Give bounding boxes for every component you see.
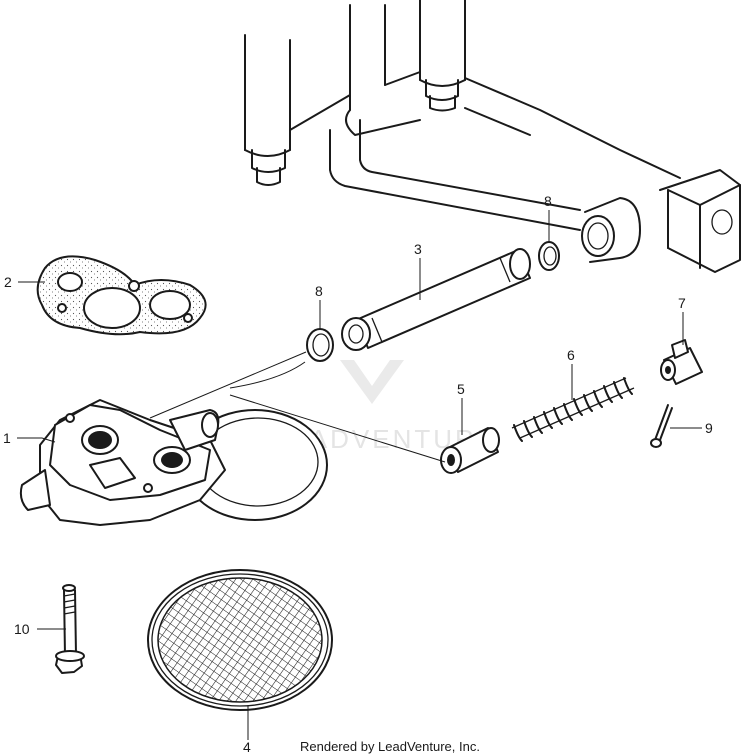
- callout-1: 1: [3, 430, 11, 446]
- callout-4: 4: [243, 739, 251, 755]
- callout-2: 2: [4, 274, 12, 290]
- callout-8-left: 8: [315, 283, 323, 299]
- leader-lines: [17, 210, 702, 740]
- bolt-part-10: [55, 584, 85, 674]
- callout-5: 5: [457, 381, 465, 397]
- spring-part-6: [511, 377, 635, 442]
- o-ring-part-8-left: [306, 328, 334, 362]
- shaft-part-3: [341, 248, 531, 351]
- callout-8-right: 8: [544, 193, 552, 209]
- callout-labels: 1 2 3 4 5 6 7 8 8 9 10: [3, 193, 713, 755]
- callout-3: 3: [414, 241, 422, 257]
- cap-part-7: [660, 339, 703, 385]
- o-ring-part-8-right: [538, 241, 560, 271]
- credit-text: Rendered by LeadVenture, Inc.: [300, 739, 480, 754]
- callout-10: 10: [14, 621, 30, 637]
- engine-crankcase: [244, 0, 741, 273]
- plunger-part-5: [440, 427, 500, 474]
- callout-6: 6: [567, 347, 575, 363]
- strainer-screen-part-4: [147, 569, 333, 711]
- callout-7: 7: [678, 295, 686, 311]
- cotter-pin-part-9: [650, 404, 673, 448]
- callout-9: 9: [705, 420, 713, 436]
- gasket-part-2: [36, 255, 207, 336]
- pump-body-part-1: [19, 399, 328, 526]
